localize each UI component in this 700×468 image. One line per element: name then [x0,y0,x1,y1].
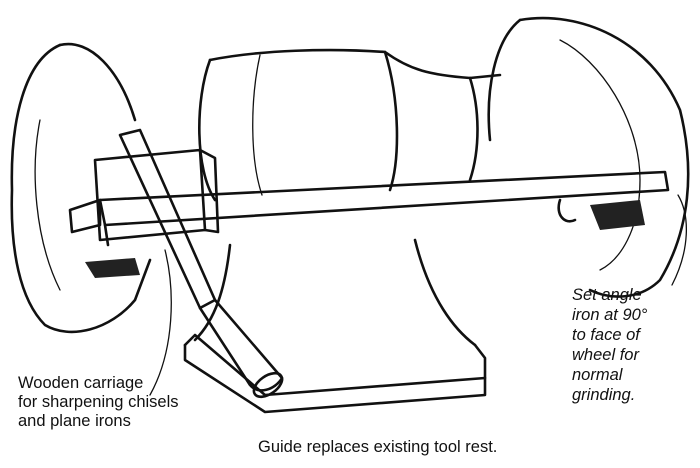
carriage-label-line: Wooden carriage [18,374,144,392]
carriage-label: Wooden carriage for sharpening chisels a… [18,374,179,431]
angle-iron-label-line: grinding. [572,386,636,404]
chisel [118,128,284,399]
angle-iron-label-line: iron at 90° [572,306,648,324]
left-wheel [10,42,152,334]
angle-iron-leader-line [671,194,687,286]
wooden-carriage [93,148,220,242]
carriage-label-line: for sharpening chisels [18,393,179,411]
angle-iron-label-line: normal [572,366,623,384]
caption: Guide replaces existing tool rest. [258,438,498,456]
angle-iron-label-line: Set angle [572,286,642,304]
angle-iron-label-line: to face of [572,326,640,344]
angle-iron-label: Set angle iron at 90° to face of wheel f… [572,285,647,405]
motor-housing [198,48,502,202]
carriage-leader-line [149,249,172,396]
pedestal-base [183,238,487,414]
right-wheel [487,16,690,298]
carriage-label-line: and plane irons [18,412,131,430]
angle-iron-label-line: wheel for [572,346,639,364]
